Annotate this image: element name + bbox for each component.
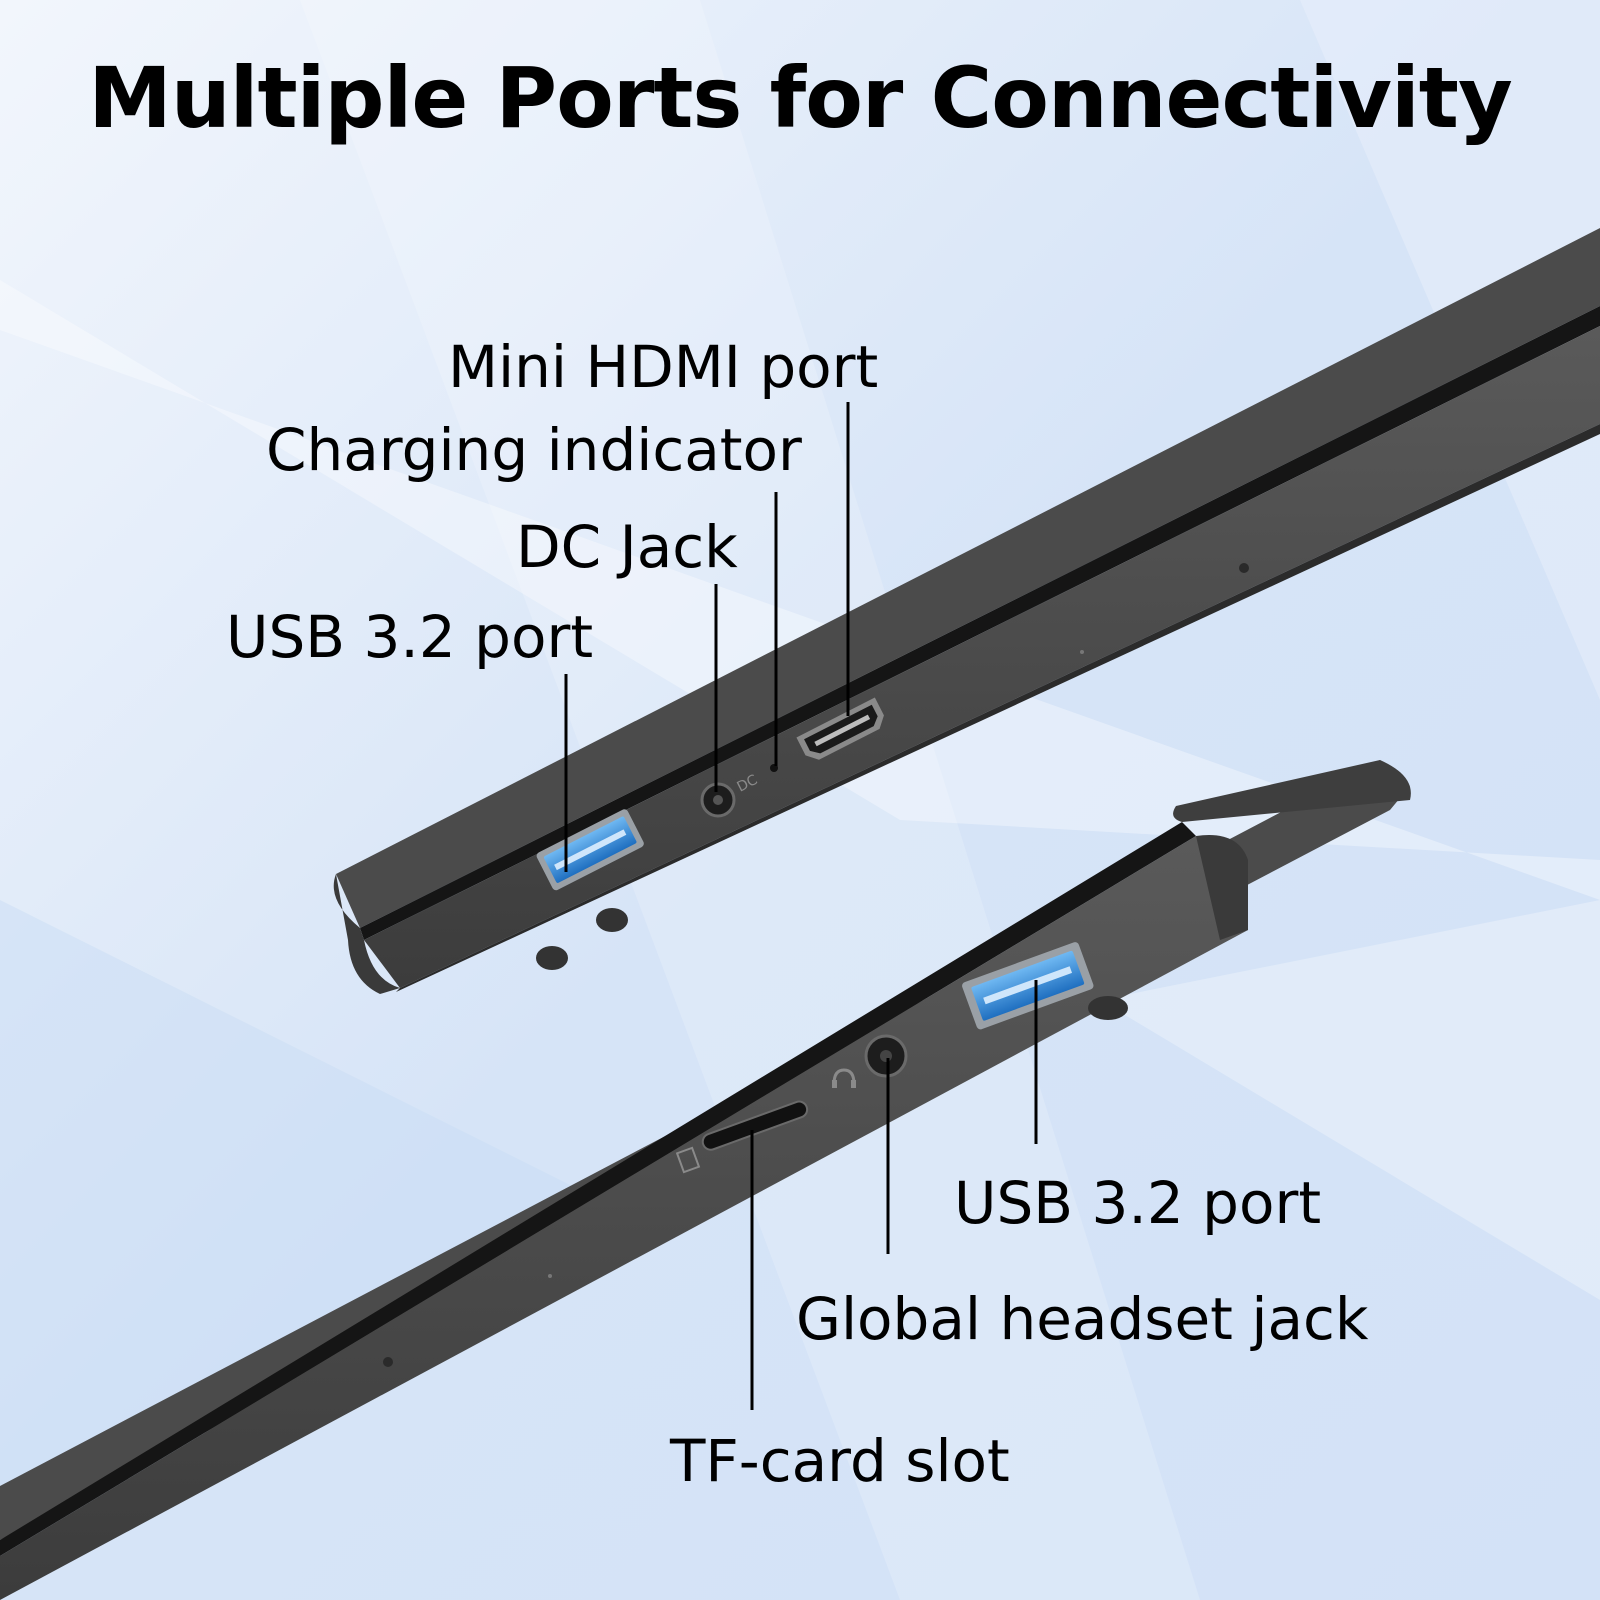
- rubber-foot: [596, 908, 628, 932]
- laptop-base: [0, 836, 1248, 1600]
- label-headset-jack: Global headset jack: [796, 1285, 1369, 1353]
- label-usb-port-top: USB 3.2 port: [226, 603, 594, 671]
- screw-hole: [1239, 563, 1249, 573]
- sd-card-icon: [675, 1146, 701, 1174]
- lid-gap: [0, 822, 1196, 1556]
- screw-hole: [548, 1274, 552, 1278]
- label-charging-indicator: Charging indicator: [266, 416, 802, 484]
- laptop-left-side: DC: [333, 228, 1600, 994]
- usb-port-bottom: [962, 942, 1094, 1030]
- screw-hole: [383, 1357, 393, 1367]
- laptop-front-end: [333, 874, 400, 994]
- screw-hole: [1080, 650, 1084, 654]
- laptop-right-side: [0, 760, 1411, 1600]
- rubber-foot: [1088, 996, 1128, 1020]
- laptop-lid: [336, 228, 1600, 928]
- label-tf-card-slot: TF-card slot: [670, 1427, 1010, 1495]
- light-ray: [1100, 900, 1600, 1300]
- tf-card-slot: [701, 1100, 809, 1151]
- headphone-icon: [832, 1068, 856, 1085]
- leader-lines: [564, 402, 1038, 1410]
- laptop-base: [364, 326, 1600, 988]
- label-dc-jack: DC Jack: [516, 513, 738, 581]
- rubber-foot: [536, 946, 568, 970]
- mini-hdmi-port: [796, 697, 884, 760]
- lid-gap: [360, 306, 1600, 940]
- laptop-back-end: [1173, 760, 1411, 822]
- laptop-back-edge: [1196, 835, 1248, 940]
- laptop-base-edge: [396, 424, 1600, 992]
- label-mini-hdmi-port: Mini HDMI port: [448, 333, 879, 401]
- label-usb-port-bottom: USB 3.2 port: [954, 1169, 1322, 1237]
- page-title: Multiple Ports for Connectivity: [88, 49, 1512, 147]
